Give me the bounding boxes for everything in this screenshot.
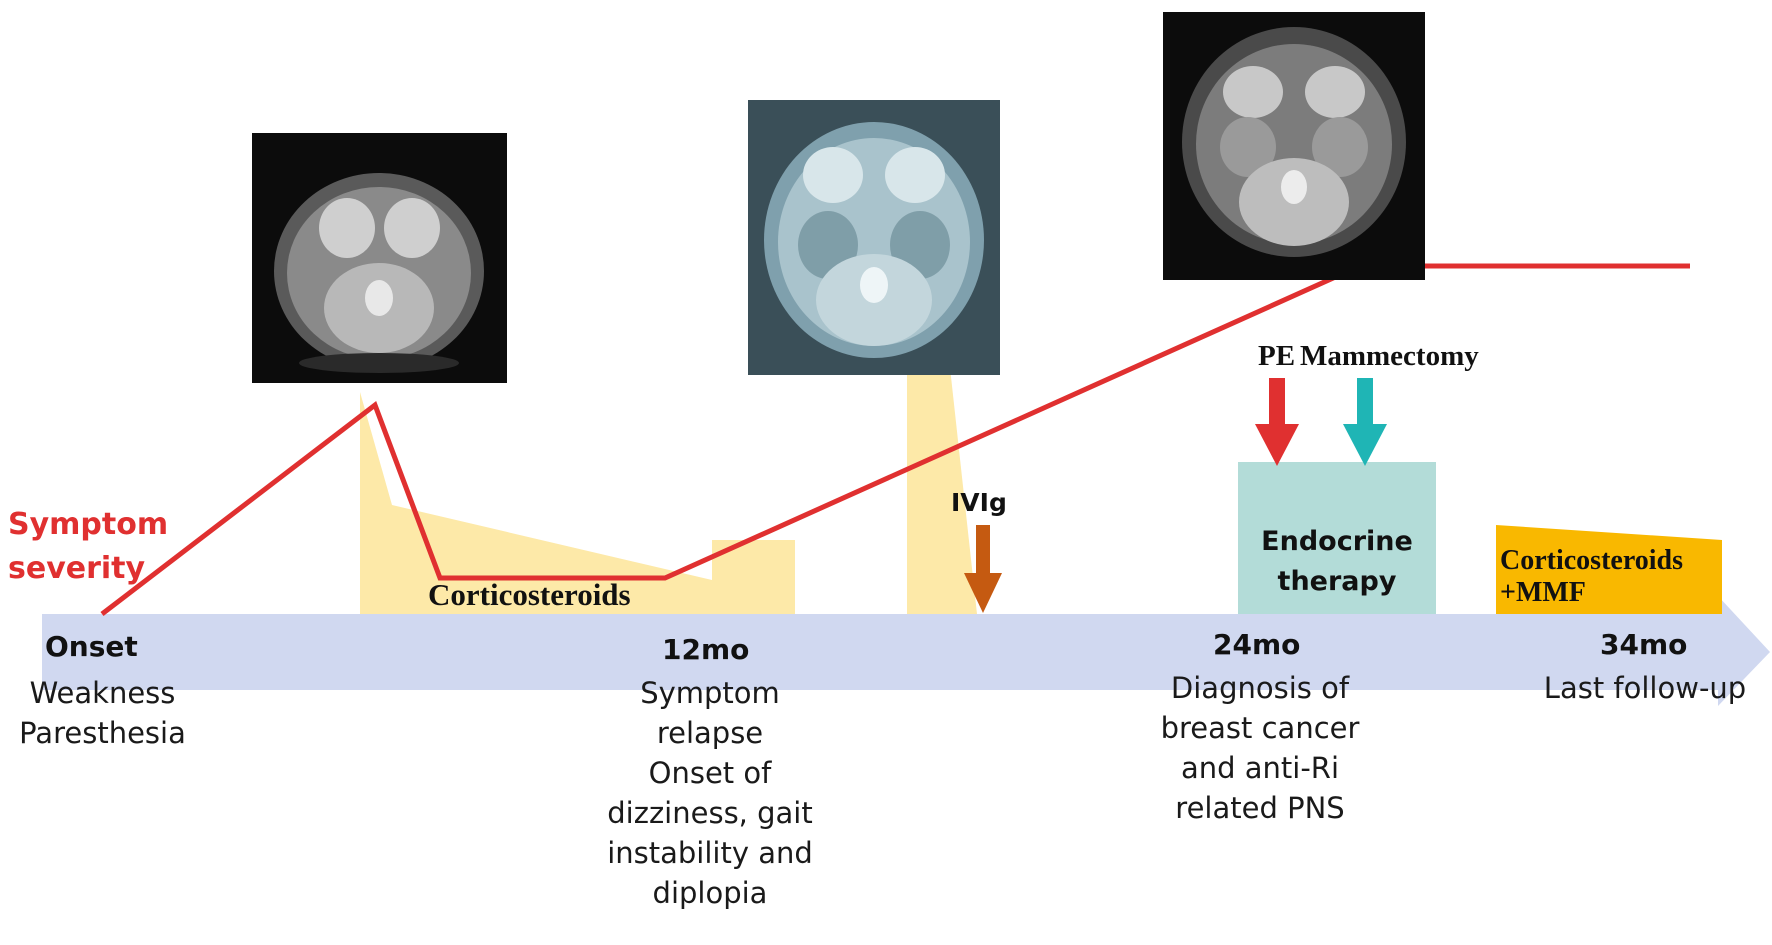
corticosteroid-mmf-course [1496, 525, 1722, 614]
mri-scan-2-icon [748, 100, 1000, 375]
mri-scan-3-icon [1163, 12, 1425, 280]
ivig-arrow [964, 525, 1002, 613]
mammectomy-label: Mammectomy [1300, 340, 1479, 372]
endocrine-therapy-box [1238, 462, 1436, 614]
ivig-label: IVIg [951, 488, 1007, 517]
timeline-axis [42, 596, 1770, 706]
timepoint-24mo-label: 24mo [1213, 628, 1301, 661]
timepoint-34mo-label: 34mo [1600, 628, 1688, 661]
corticosteroids-mmf-label: Corticosteroids +MMF [1500, 545, 1683, 608]
mri-scan-1-icon [252, 133, 507, 383]
y-axis-label: Symptom severity [8, 507, 169, 586]
endocrine-therapy-label: Endocrine therapy [1261, 526, 1413, 597]
timepoint-onset-notes: Weakness Paresthesia [19, 676, 186, 750]
corticosteroid-course-1 [360, 392, 795, 614]
timepoint-12mo-notes: Symptom relapse Onset of dizziness, gait… [607, 676, 813, 910]
timepoint-24mo-notes: Diagnosis of breast cancer and anti-Ri r… [1160, 671, 1360, 825]
pe-label: PE [1258, 340, 1296, 372]
timepoint-12mo-label: 12mo [662, 633, 750, 666]
corticosteroids-label: Corticosteroids [428, 577, 631, 612]
pe-arrow [1255, 378, 1299, 466]
timepoint-34mo-notes: Last follow-up [1543, 671, 1747, 705]
timepoint-onset-label: Onset [45, 630, 138, 663]
mammectomy-arrow [1343, 378, 1387, 466]
